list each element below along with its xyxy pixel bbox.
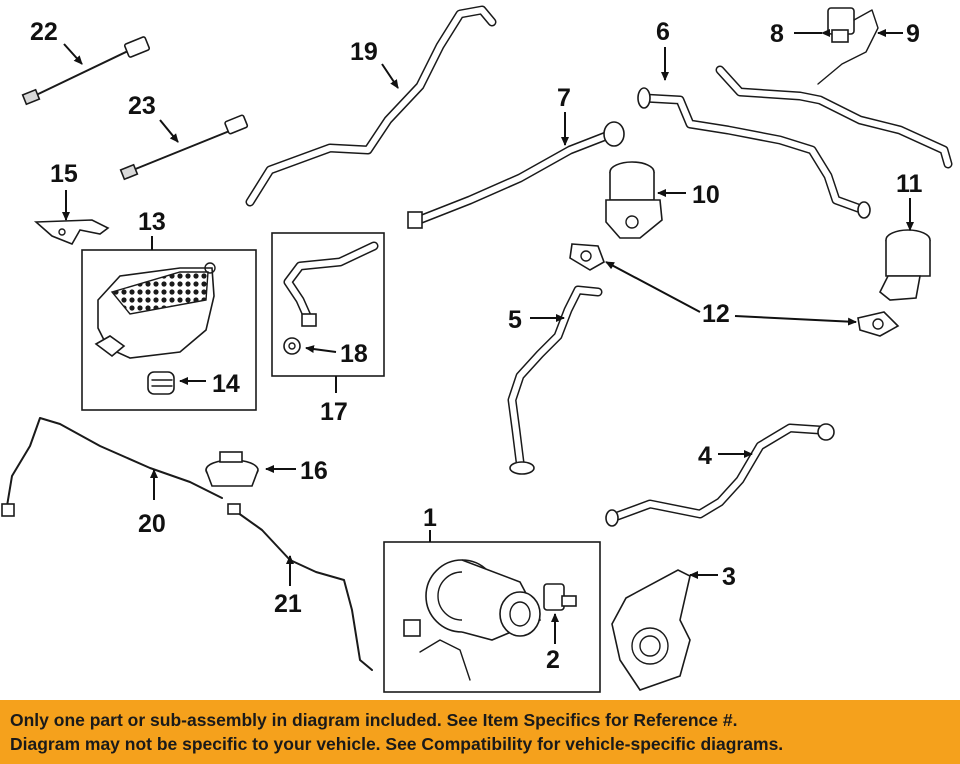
- callout-1: 1: [423, 504, 437, 532]
- callout-14: 14: [212, 370, 240, 398]
- part-22-oxygen-sensor: [21, 36, 151, 106]
- part-12-gasket-b: [857, 311, 900, 337]
- part-20-line: [1, 417, 223, 517]
- part-2-connector: [543, 583, 577, 611]
- callout-21: 21: [274, 590, 302, 618]
- part-16-sensor: [205, 451, 259, 487]
- disclaimer-banner: Only one part or sub-assembly in diagram…: [0, 700, 960, 764]
- callout-15: 15: [50, 160, 78, 188]
- part-10-valve: [605, 161, 663, 239]
- part-1-air-pump: [383, 541, 601, 693]
- callout-6: 6: [656, 18, 670, 46]
- callout-23: 23: [128, 92, 156, 120]
- callout-8: 8: [770, 20, 784, 48]
- callout-2: 2: [546, 646, 560, 674]
- callout-7: 7: [557, 84, 571, 112]
- callout-13: 13: [138, 208, 166, 236]
- callout-4: 4: [698, 442, 712, 470]
- part-3-bracket: [611, 569, 691, 691]
- disclaimer-line-1: Only one part or sub-assembly in diagram…: [10, 710, 738, 730]
- callout-9: 9: [906, 20, 920, 48]
- callout-20: 20: [138, 510, 166, 538]
- callout-3: 3: [722, 563, 736, 591]
- part-12-gasket-a: [569, 243, 605, 271]
- part-19-tube: [245, 5, 497, 207]
- part-4-hose: [605, 423, 835, 527]
- callout-17: 17: [320, 398, 348, 426]
- callout-19: 19: [350, 38, 378, 66]
- part-8-valve: [827, 7, 855, 43]
- callout-12: 12: [702, 300, 730, 328]
- callout-5: 5: [508, 306, 522, 334]
- callout-22: 22: [30, 18, 58, 46]
- callout-11: 11: [896, 170, 923, 198]
- disclaimer-line-2: Diagram may not be specific to your vehi…: [10, 734, 784, 754]
- callout-16: 16: [300, 457, 328, 485]
- part-14-fitting: [147, 371, 175, 395]
- part-13-canister: [81, 249, 257, 411]
- part-9-line: [715, 9, 953, 169]
- part-5-pipe: [507, 285, 603, 475]
- part-17-hose-assembly: [271, 232, 385, 377]
- part-7-pipe: [407, 121, 625, 229]
- part-11-valve: [878, 229, 931, 301]
- part-15-bracket: [33, 219, 110, 246]
- callout-18: 18: [340, 340, 368, 368]
- parts-diagram: 22 23 15 13 14 18 17 19 7 6 8 9 10 11 12…: [1, 5, 953, 693]
- callout-10: 10: [692, 181, 720, 209]
- part-6-hose: [637, 87, 871, 219]
- part-23-oxygen-sensor: [119, 114, 249, 181]
- part-21-line: [227, 503, 373, 671]
